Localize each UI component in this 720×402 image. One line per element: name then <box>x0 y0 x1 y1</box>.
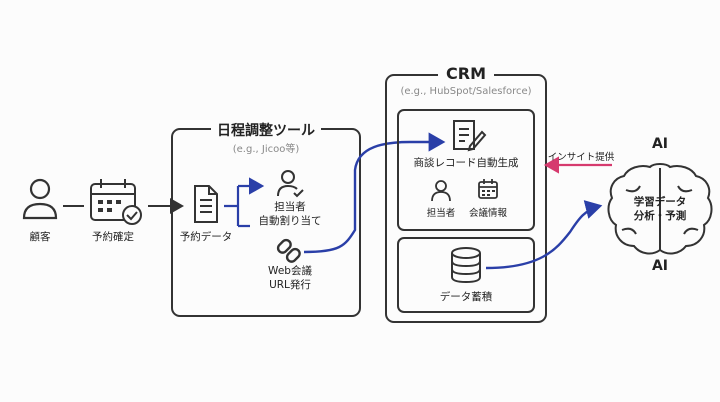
arrow-storage-to-ai <box>485 200 603 270</box>
customer-label: 顧客 <box>29 231 51 243</box>
customer-person-icon <box>22 178 58 220</box>
crm-record-box <box>397 109 535 231</box>
booking-label: 予約確定 <box>92 231 134 243</box>
owner-person-icon <box>431 180 451 202</box>
arrow-scheduler-to-crm <box>303 132 446 254</box>
link-icon <box>276 238 301 263</box>
scheduler-subtitle: (e.g., Jicoo等) <box>232 144 300 155</box>
ai-top-label: AI <box>651 136 669 152</box>
web-meeting-label: Web会議 URL発行 <box>268 265 312 291</box>
crm-subtitle: (e.g., HubSpot/Salesforce) <box>400 86 532 97</box>
ai-brain-text: 学習データ 分析・予測 <box>633 196 687 222</box>
database-icon <box>451 247 481 284</box>
meeting-calendar-icon <box>478 179 498 199</box>
document-icon <box>194 185 218 223</box>
data-storage-label: データ蓄積 <box>439 291 493 303</box>
bracket-branch-lines <box>224 184 256 228</box>
calendar-check-icon <box>90 179 142 225</box>
person-check-icon <box>277 170 304 198</box>
deal-record-label: 商談レコード自動生成 <box>413 157 519 169</box>
crm-box <box>385 74 547 323</box>
ai-brain-icon <box>607 163 713 255</box>
auto-assign-label: 担当者 自動割り当て <box>258 201 322 227</box>
ai-bottom-label: AI <box>651 258 669 274</box>
owner-label: 担当者 <box>426 208 456 219</box>
record-edit-icon <box>453 120 487 152</box>
crm-title: CRM <box>438 64 494 83</box>
scheduler-title: 日程調整ツール <box>211 120 321 140</box>
crm-storage-box <box>397 237 535 313</box>
meeting-info-label: 会議情報 <box>468 208 508 219</box>
reservation-data-label: 予約データ <box>179 231 233 243</box>
insight-label: インサイト提供 <box>547 152 615 163</box>
